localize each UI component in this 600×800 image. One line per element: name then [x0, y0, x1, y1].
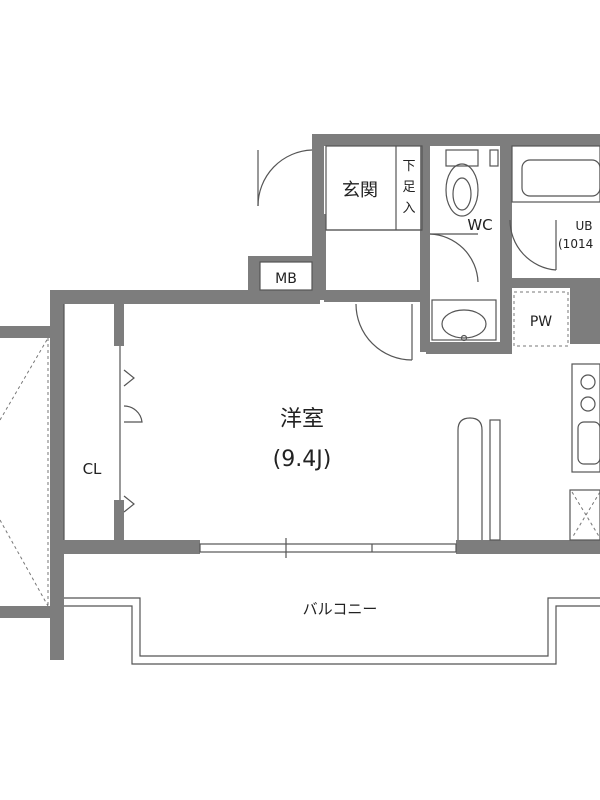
room-size-western: (9.4J) — [273, 447, 332, 472]
shoe-box-char-1: 下 — [402, 159, 415, 174]
labels: 洋室 (9.4J) 玄関 下 足 入 WC UB (1014 MB PW CL … — [83, 159, 594, 618]
room-label-mb: MB — [275, 271, 297, 287]
shoe-box-char-2: 足 — [402, 180, 415, 195]
room-label-cl: CL — [83, 460, 102, 478]
room-label-entrance: 玄関 — [342, 180, 378, 201]
shoe-box-char-3: 入 — [402, 201, 415, 216]
room-size-ub: (1014 — [558, 237, 593, 251]
room-label-western: 洋室 — [280, 407, 324, 432]
room-label-balcony: バルコニー — [303, 600, 378, 618]
room-label-pw: PW — [530, 314, 552, 330]
room-label-wc: WC — [467, 216, 492, 234]
walls — [0, 134, 600, 660]
room-label-ub: UB — [575, 219, 592, 233]
details — [0, 145, 600, 665]
